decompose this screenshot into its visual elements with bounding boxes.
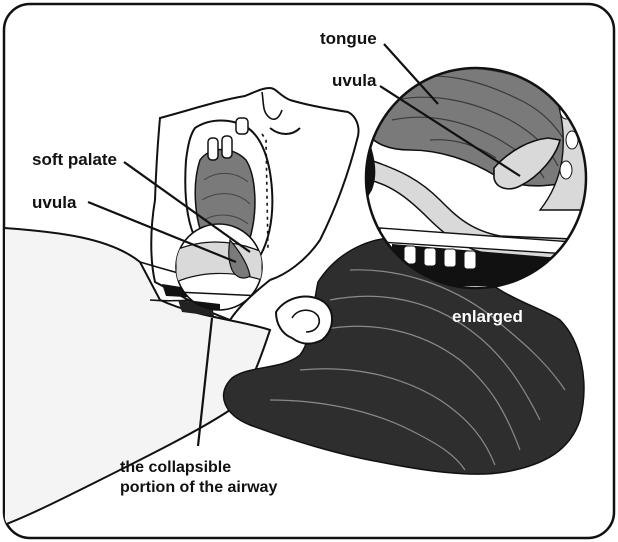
- label-soft-palate: soft palate: [32, 150, 117, 169]
- label-uvula: uvula: [32, 193, 77, 212]
- label-tongue: tongue: [320, 29, 377, 48]
- label-airway-line2: portion of the airway: [120, 479, 277, 496]
- label-enlarged: enlarged: [452, 307, 523, 326]
- label-uvula-enlarged: uvula: [332, 71, 377, 90]
- airway-highlight-circle: [176, 224, 262, 312]
- label-airway-line1: the collapsible: [120, 459, 231, 476]
